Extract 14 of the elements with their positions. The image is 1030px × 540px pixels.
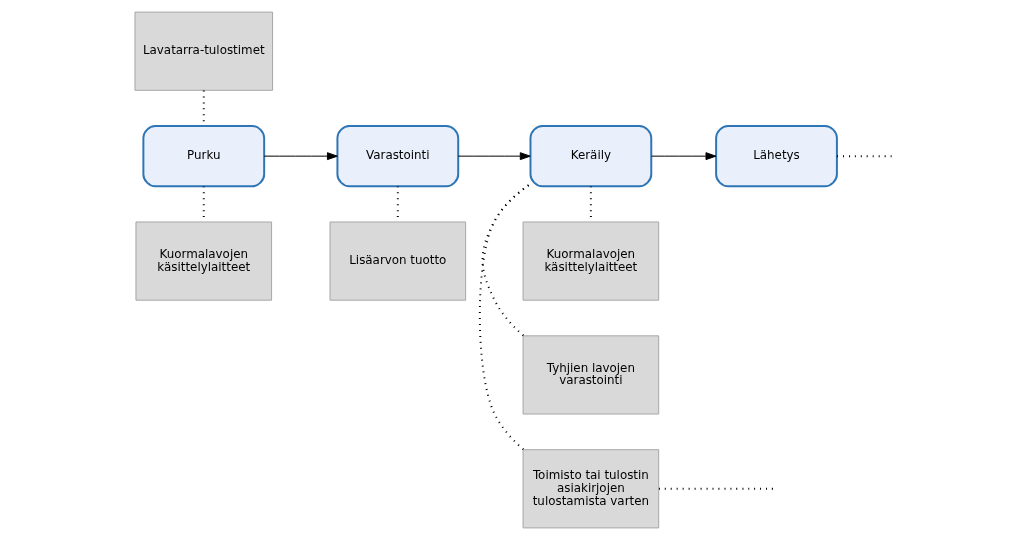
node-box: Kuormalavojen käsittelylaitteet — [522, 221, 660, 301]
arrow — [457, 152, 531, 161]
node-box: Lavatarra-tulostimet — [134, 11, 274, 91]
node-box: Purku — [142, 124, 266, 188]
node-box: Lisäarvon tuotto — [329, 221, 467, 301]
node-box: Lähetys — [715, 124, 838, 188]
node-box: Kuormalavojen käsittelylaitteet — [135, 221, 273, 301]
node-box: Toimisto tai tulostin asiakirjojen tulostamista varten — [522, 449, 660, 529]
connector — [478, 183, 532, 451]
arrow — [651, 152, 717, 161]
node-box: Varastointi — [336, 124, 460, 188]
node-box: Keräily — [529, 124, 653, 188]
arrow — [263, 152, 338, 161]
node-box: Tyhjien lavojen varastointi — [522, 335, 660, 415]
